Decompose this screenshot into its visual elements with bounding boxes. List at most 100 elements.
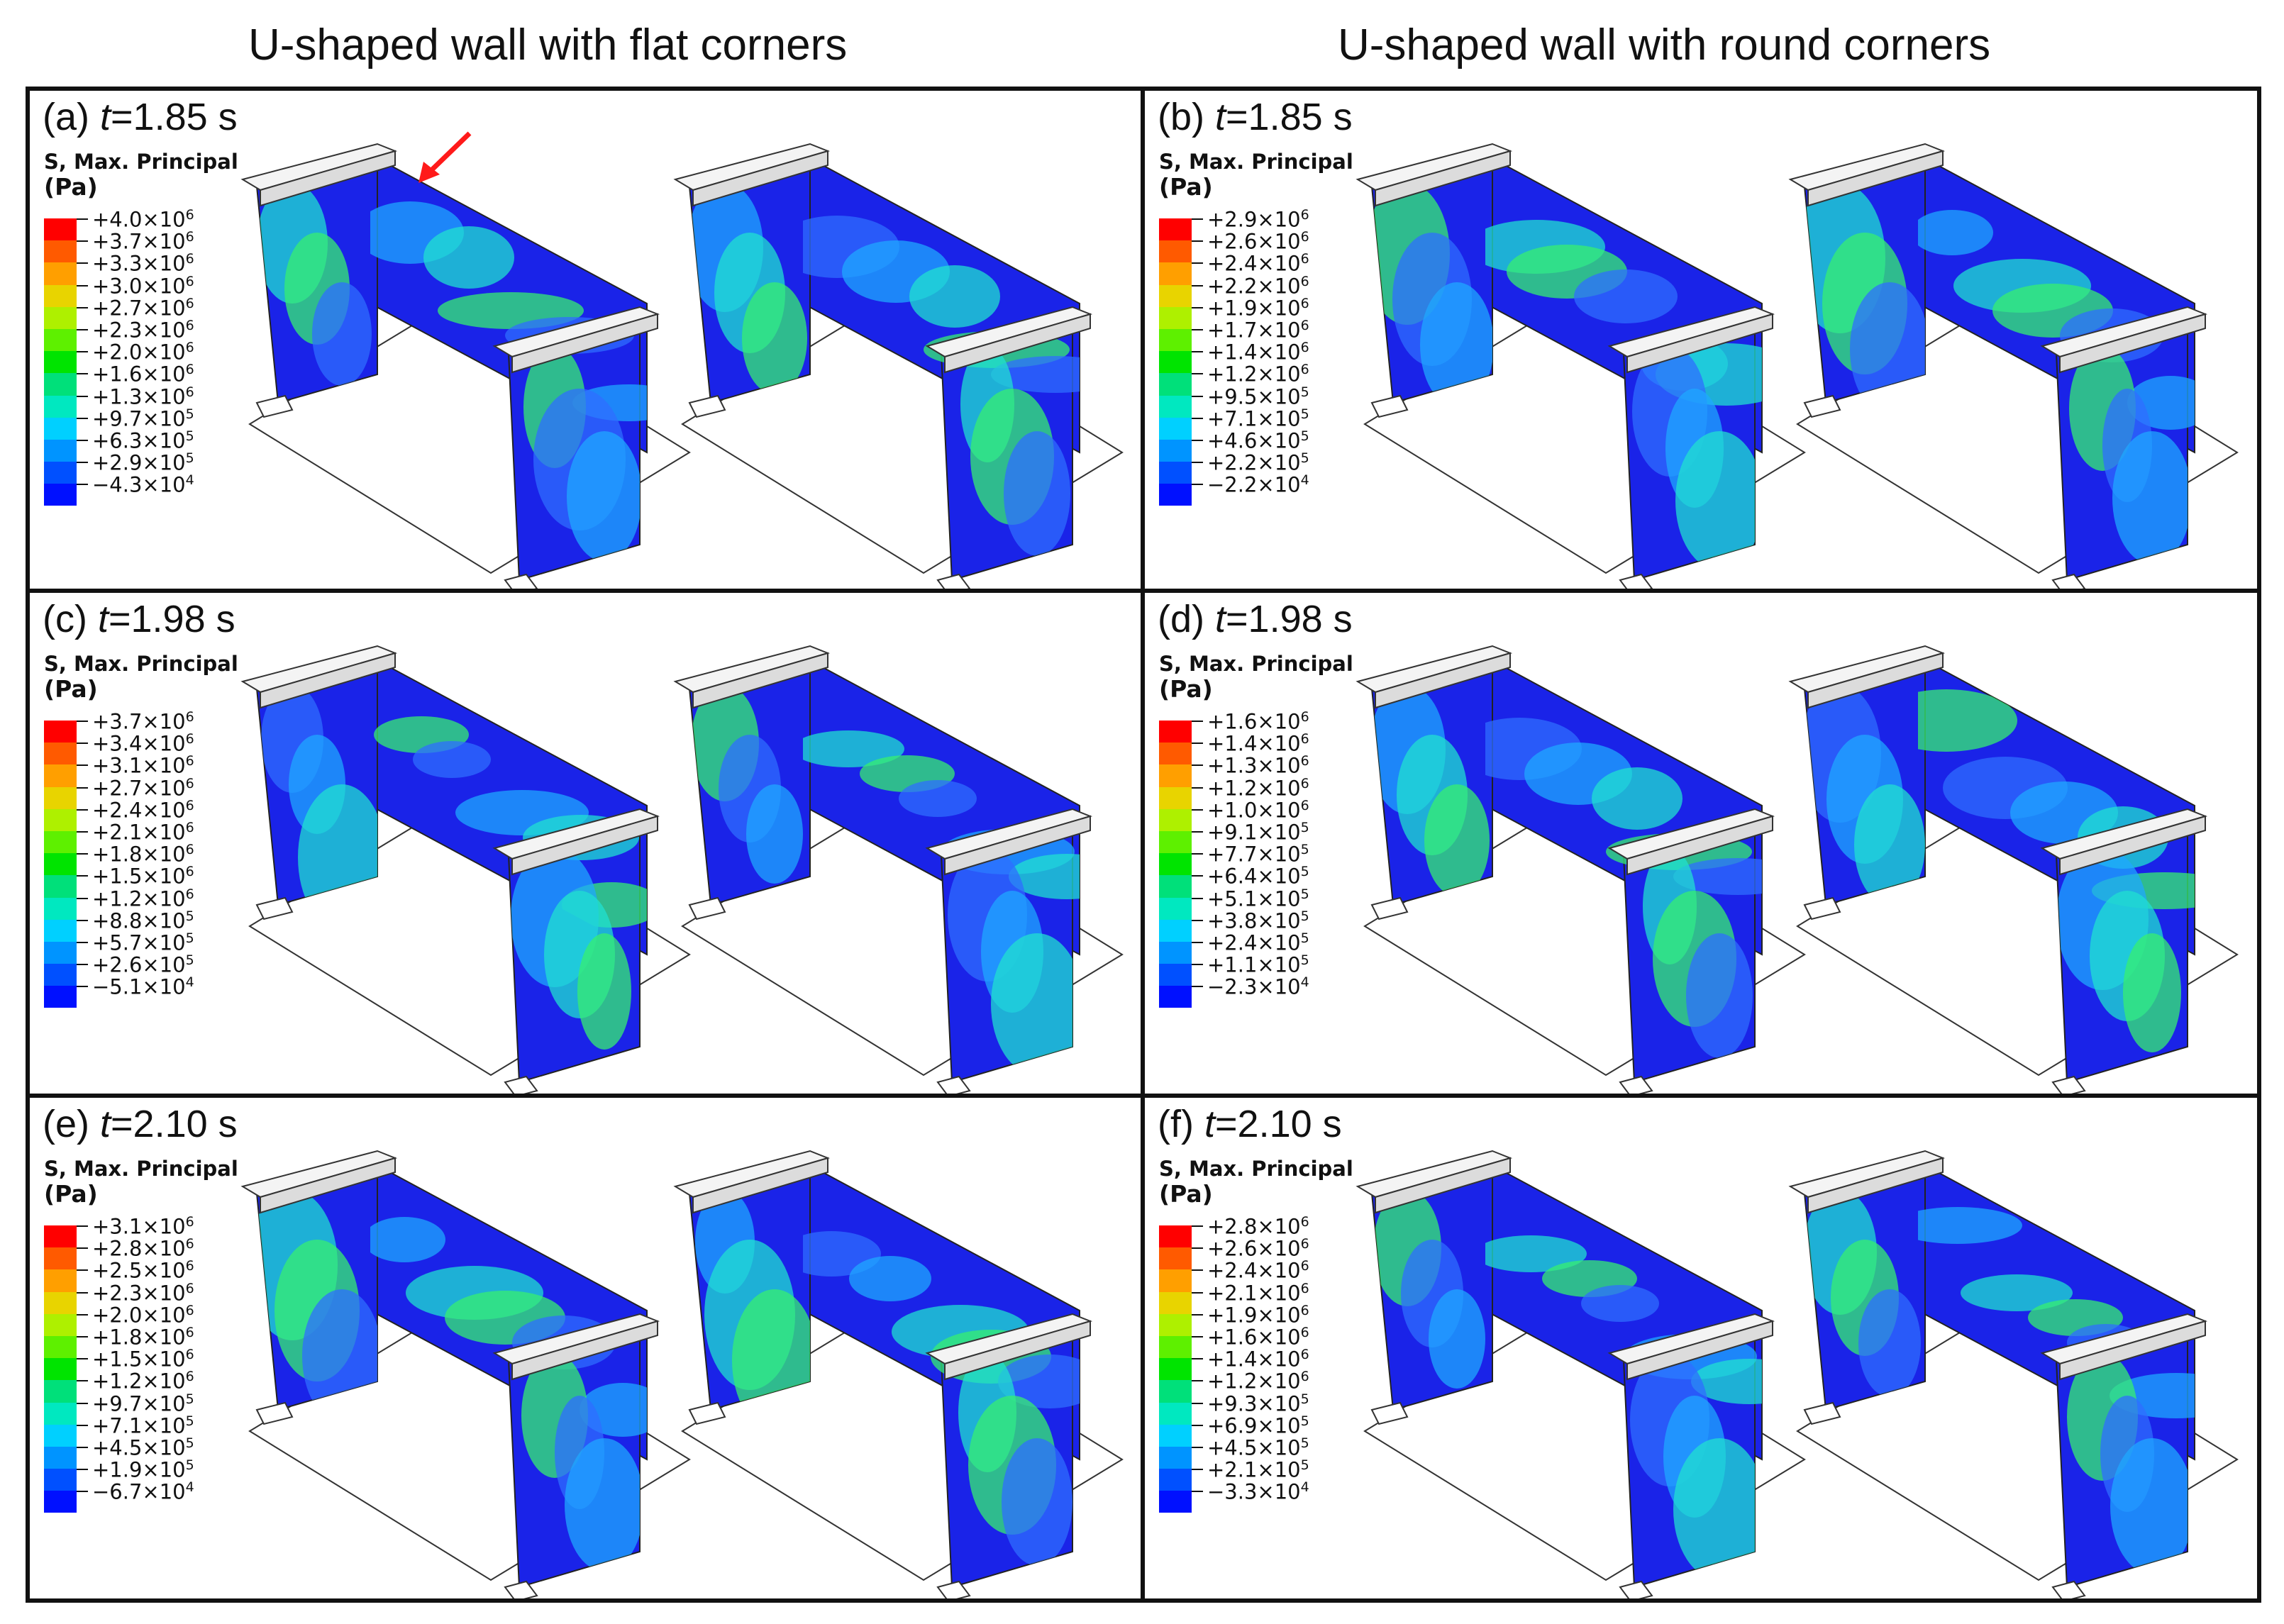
legend-value: +2.8×106 [1207, 1214, 1309, 1239]
legend-tick [77, 484, 88, 486]
legend-tick [77, 1402, 88, 1404]
legend-tick [77, 964, 88, 966]
legend-swatch [44, 373, 77, 396]
legend-value: +3.4×106 [92, 731, 194, 756]
legend-swatch [44, 786, 77, 809]
legend-mantissa: +2.4×10 [1207, 930, 1301, 955]
legend-mantissa: −3.3×10 [1207, 1479, 1301, 1504]
legend-mantissa: +1.4×10 [1207, 1347, 1301, 1372]
panel-label: (a) t=1.85 s [43, 95, 238, 139]
legend-swatch [44, 240, 77, 263]
legend-exponent: 6 [185, 709, 194, 725]
legend-swatch [1159, 919, 1192, 942]
legend-exponent: 5 [1300, 1391, 1309, 1407]
legend-tick [77, 262, 88, 265]
legend-value: +1.8×106 [92, 842, 194, 867]
fe-model-views [1356, 645, 2239, 1094]
legend-swatch [44, 721, 77, 743]
legend-swatch [1159, 395, 1192, 418]
legend-mantissa: +4.0×10 [92, 207, 186, 232]
legend-tick [1192, 853, 1203, 855]
legend-swatch [1159, 875, 1192, 898]
panel-label: (c) t=1.98 s [43, 597, 235, 641]
legend-swatch [1159, 1380, 1192, 1403]
legend-swatch [1159, 986, 1192, 1008]
legend-swatch [44, 284, 77, 307]
legend-value: +9.7×105 [92, 1391, 194, 1416]
legend-tick [1192, 395, 1203, 397]
legend-mantissa: +2.7×10 [92, 296, 186, 321]
legend-unit: (Pa) [44, 1180, 98, 1208]
stress-contour [909, 265, 1000, 328]
legend-exponent: 6 [1300, 317, 1309, 333]
bottom-flange [2051, 1075, 2086, 1094]
legend-exponent: 6 [185, 864, 194, 880]
legend-swatch [1159, 1269, 1192, 1292]
legend-mantissa: +1.1×10 [1207, 952, 1301, 977]
legend-tick [77, 462, 88, 464]
legend-swatch [1159, 853, 1192, 876]
legend-mantissa: +6.3×10 [92, 428, 186, 453]
legend-tick [1192, 1313, 1203, 1316]
legend-tick [1192, 1225, 1203, 1227]
time-value: =1.98 s [1226, 598, 1353, 640]
stress-contour [1485, 1235, 1587, 1272]
legend-mantissa: +2.3×10 [92, 318, 186, 343]
legend-value: +4.5×105 [92, 1435, 194, 1460]
legend-tick [77, 417, 88, 419]
legend-exponent: 5 [185, 450, 194, 467]
legend-swatch [1159, 240, 1192, 263]
cap-beam-right-side [2059, 313, 2206, 374]
legend-mantissa: +2.2×10 [1207, 274, 1301, 299]
legend-value: +3.1×106 [92, 753, 194, 778]
legend-mantissa: +1.5×10 [92, 864, 186, 889]
legend-exponent: 5 [1300, 952, 1309, 969]
legend-mantissa: +7.7×10 [1207, 842, 1301, 867]
legend-tick [77, 328, 88, 330]
legend-title: S, Max. Principal(Pa) [1159, 1156, 1353, 1207]
legend-swatch [44, 1291, 77, 1314]
legend-value: +1.6×106 [1207, 709, 1309, 734]
legend-mantissa: −2.2×10 [1207, 472, 1301, 497]
legend-exponent: 6 [185, 229, 194, 245]
legend-value: +2.6×105 [92, 952, 194, 977]
legend-swatch [44, 1424, 77, 1447]
legend-value: +1.9×106 [1207, 296, 1309, 321]
legend-exponent: 6 [185, 1324, 194, 1340]
legend-value: +6.9×105 [1207, 1413, 1309, 1438]
legend-value: +2.3×106 [92, 318, 194, 343]
legend-value: +1.2×106 [92, 886, 194, 911]
legend-value: +7.1×105 [1207, 406, 1309, 431]
stress-contour [1581, 1285, 1659, 1322]
legend-tick [77, 351, 88, 353]
bottom-flange [1370, 896, 1409, 921]
legend-swatch [1159, 830, 1192, 854]
legend-mantissa: +1.8×10 [92, 1325, 186, 1350]
legend-tick [1192, 1424, 1203, 1426]
stress-contour [1673, 858, 1762, 895]
fe-model-views [1356, 1150, 2239, 1598]
bottom-flange [936, 1075, 971, 1094]
legend-tick [77, 897, 88, 899]
cap-beam-left-side [1375, 1157, 1511, 1214]
legend-value: +1.2×106 [1207, 362, 1309, 386]
legend-swatch [44, 1446, 77, 1469]
cap-beam-right-side [1626, 815, 1773, 876]
stress-contour [1574, 269, 1678, 323]
legend-exponent: 6 [185, 886, 194, 902]
bottom-flange [2051, 573, 2086, 589]
legend-mantissa: +2.0×10 [92, 340, 186, 365]
legend-swatch [1159, 262, 1192, 285]
legend-exponent: 4 [185, 472, 194, 489]
legend-mantissa: +2.1×10 [1207, 1281, 1301, 1306]
cap-beam-left-side [692, 1157, 828, 1214]
legend-tick [1192, 306, 1203, 308]
bottom-flange [1619, 1580, 1653, 1598]
stress-contour [1961, 1274, 2073, 1311]
legend-exponent: 5 [1300, 819, 1309, 835]
red-arrow-shaft [425, 131, 472, 177]
legend-exponent: 6 [1300, 753, 1309, 769]
legend-swatch [44, 808, 77, 831]
legend-tick [1192, 1358, 1203, 1360]
